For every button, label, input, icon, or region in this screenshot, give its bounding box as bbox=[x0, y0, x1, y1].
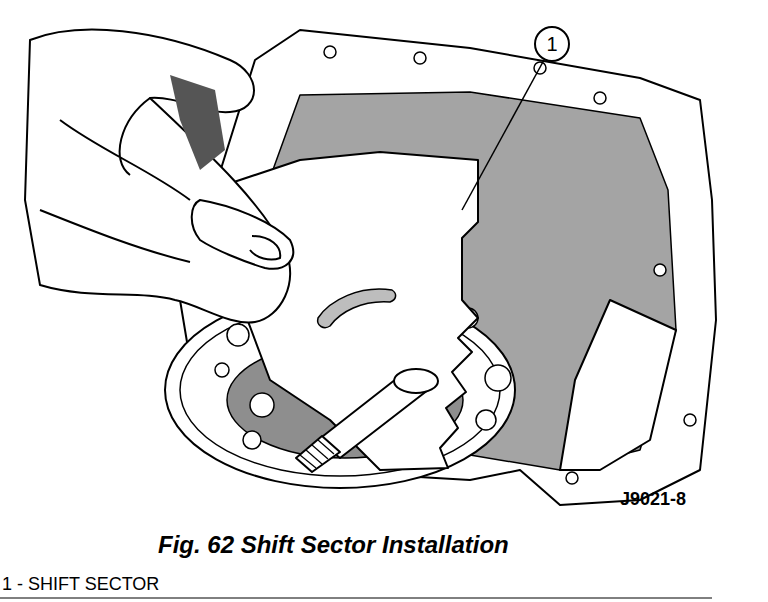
rule-line bbox=[0, 598, 712, 599]
callout-circle bbox=[535, 27, 569, 61]
sector-slot bbox=[318, 289, 396, 328]
thumb bbox=[192, 200, 293, 269]
figure-caption: Fig. 62 Shift Sector Installation bbox=[158, 533, 509, 557]
finger-shadow bbox=[170, 75, 225, 170]
technician-hand bbox=[25, 30, 290, 323]
legend-entry: 1 - SHIFT SECTOR bbox=[2, 575, 159, 593]
shaft-thread bbox=[296, 436, 340, 472]
case-housing bbox=[180, 30, 716, 505]
figure-code: J9021-8 bbox=[620, 490, 686, 508]
leader-line bbox=[462, 60, 544, 210]
thumbnail bbox=[250, 236, 280, 260]
callout-number: 1 bbox=[546, 34, 557, 54]
housing-wall bbox=[560, 300, 676, 470]
finger-lines bbox=[40, 98, 190, 262]
